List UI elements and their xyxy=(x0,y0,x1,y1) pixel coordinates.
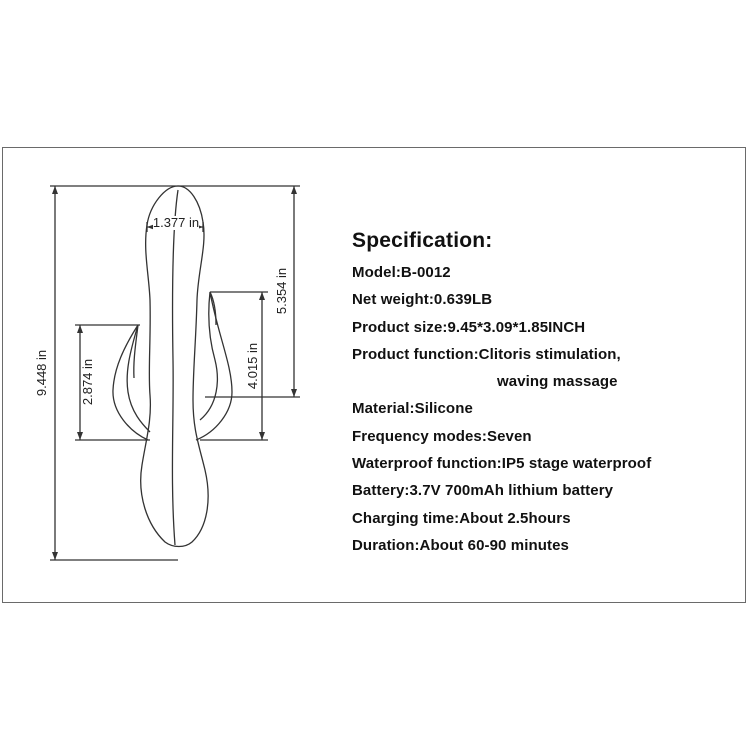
upper-length-dimension-label: 5.354 in xyxy=(274,268,289,314)
specification-title: Specification: xyxy=(352,229,493,252)
total-length-dimension-label: 9.448 in xyxy=(34,350,49,396)
product-right-arm xyxy=(195,291,233,441)
spec-net-weight: Net weight:0.639LB xyxy=(352,291,493,309)
spec-charging-time: Charging time:About 2.5hours xyxy=(352,509,571,527)
spec-model: Model:B-0012 xyxy=(352,264,451,281)
spec-product-function-continued: waving massage xyxy=(497,373,618,391)
spec-duration: Duration:About 60-90 minutes xyxy=(352,536,569,554)
product-center-line xyxy=(171,189,179,546)
spec-waterproof: Waterproof function:IP5 stage waterproof xyxy=(352,455,652,473)
spec-material: Material:Silicone xyxy=(352,400,473,418)
dimension-drawing: 1.377 in 9.448 in 5.354 in 2.874 in 4.01… xyxy=(34,185,300,561)
diagram-frame xyxy=(2,147,746,603)
width-dimension-label: 1.377 in xyxy=(153,215,199,230)
right-arm-dimension-label: 4.015 in xyxy=(245,343,260,389)
product-left-arm xyxy=(112,324,151,441)
left-arm-dimension-label: 2.874 in xyxy=(80,359,95,405)
spec-product-size: Product size:9.45*3.09*1.85INCH xyxy=(352,318,586,336)
specification-panel: Specification: Model:B-0012 Net weight:0… xyxy=(352,228,737,559)
spec-product-function: Product function:Clitoris stimulation, xyxy=(352,345,621,363)
spec-battery: Battery:3.7V 700mAh lithium battery xyxy=(352,482,614,500)
product-main-body xyxy=(140,185,209,548)
spec-frequency-modes: Frequency modes:Seven xyxy=(352,427,532,445)
